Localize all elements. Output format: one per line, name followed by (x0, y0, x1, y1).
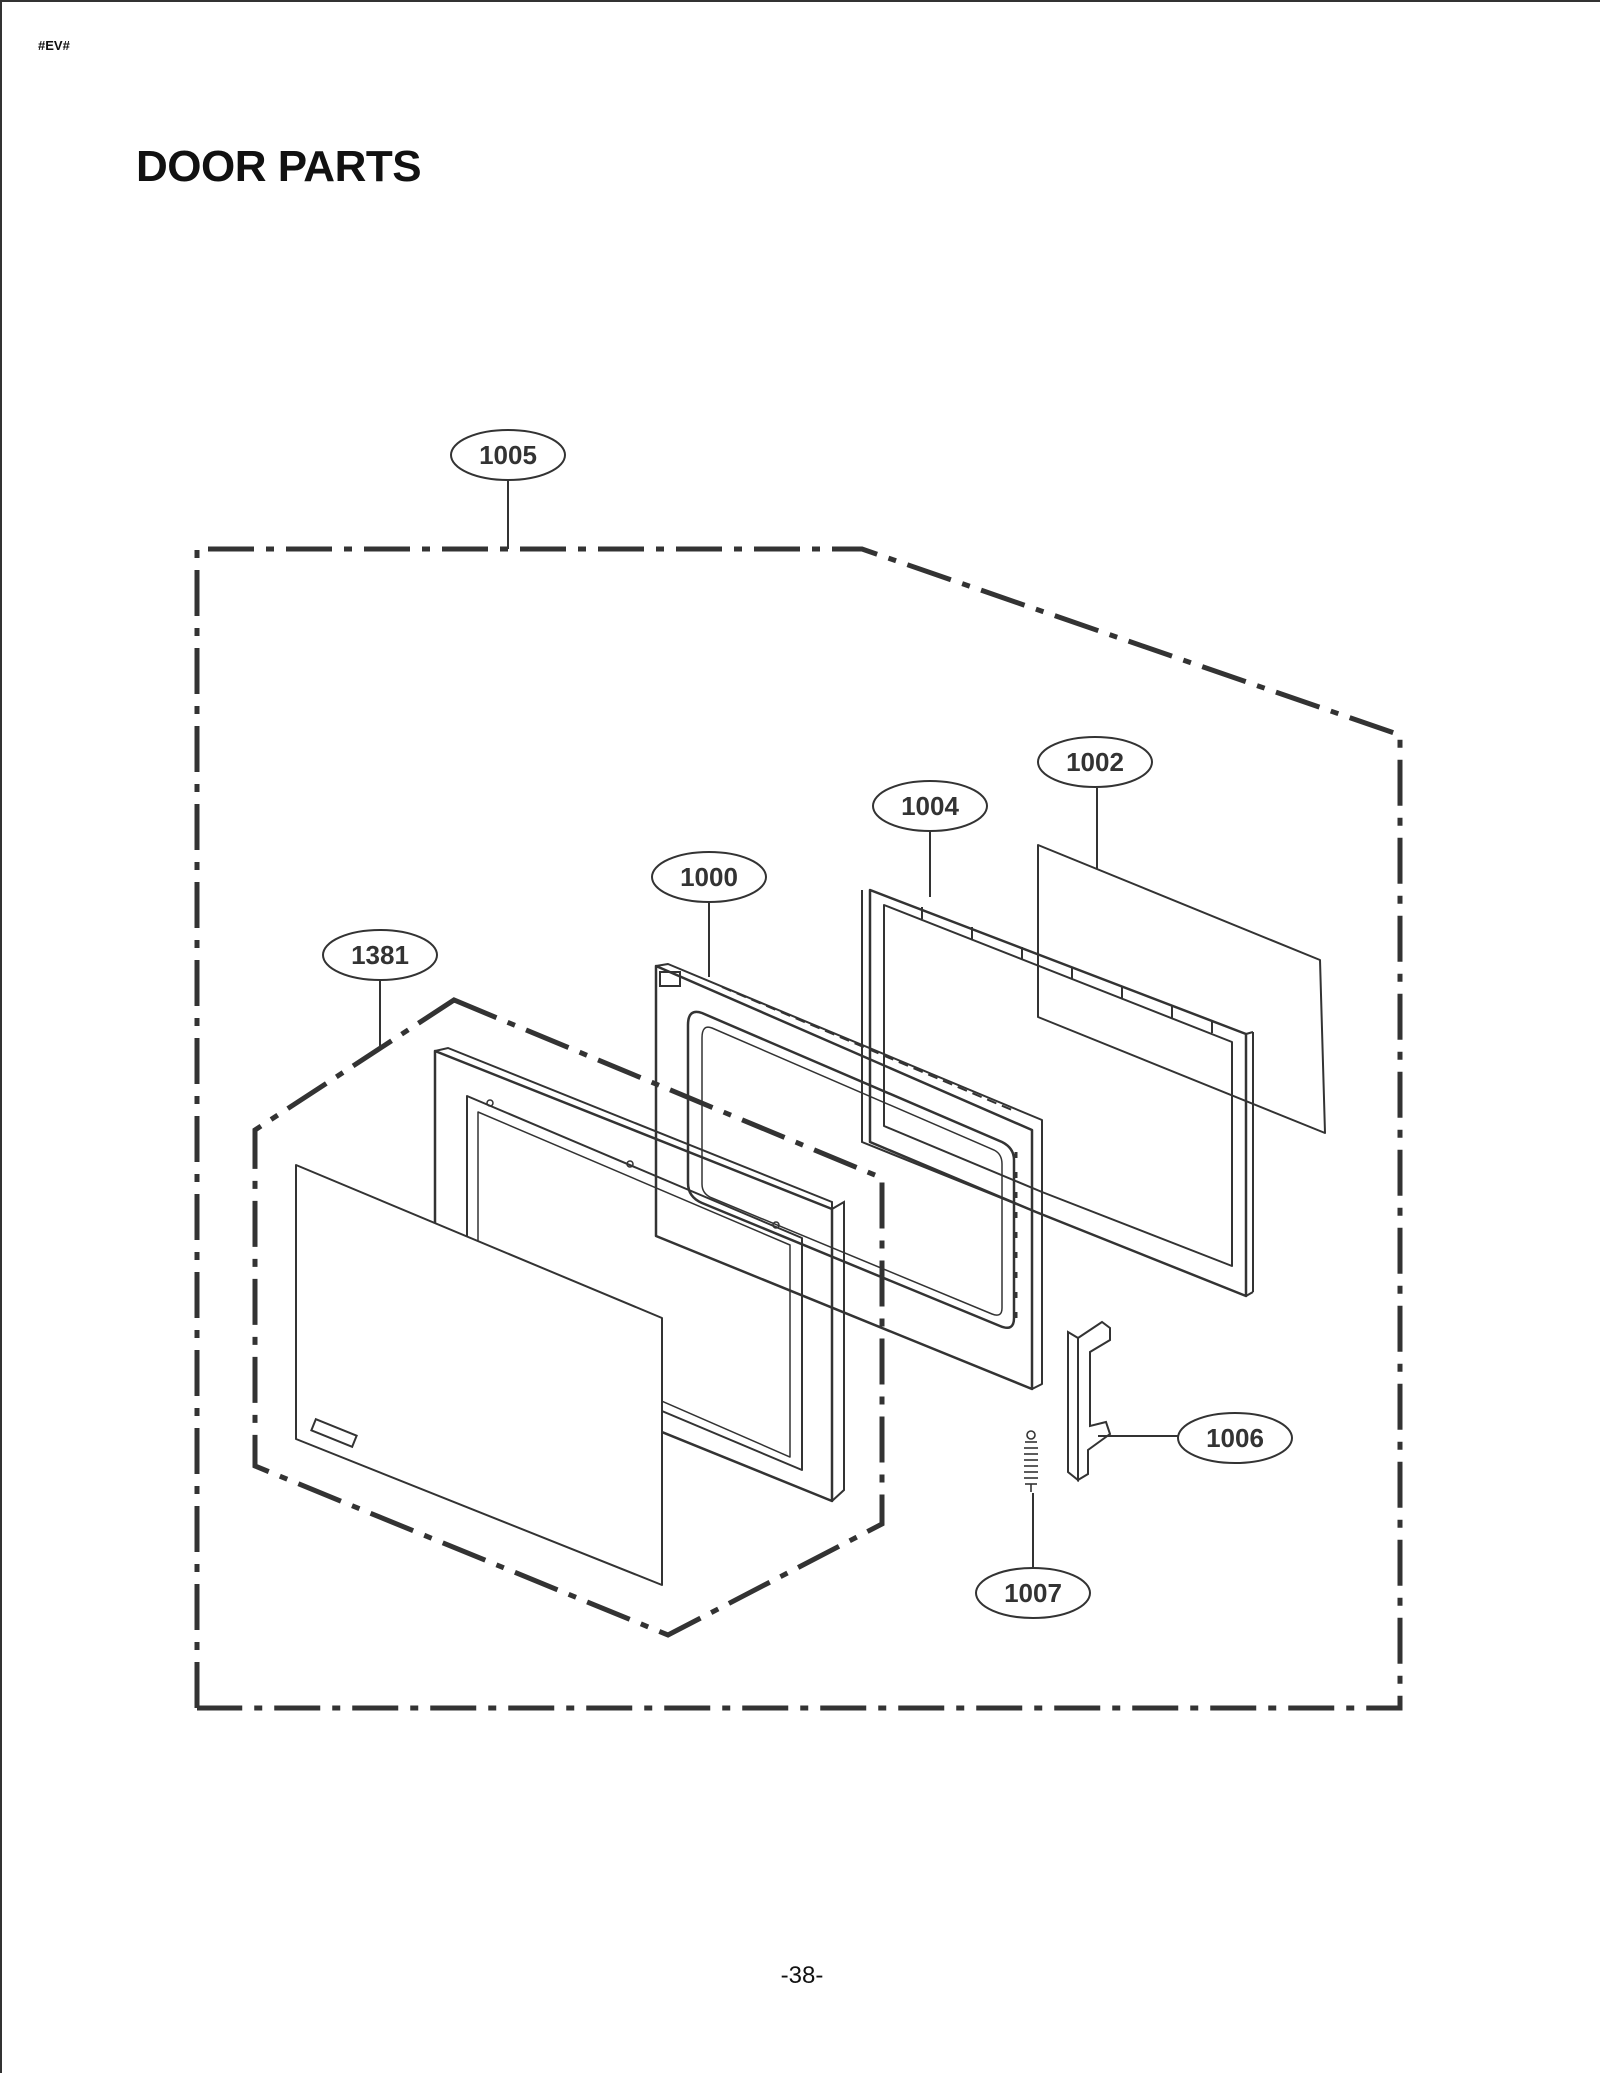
part-1004-choke-frame (861, 888, 1254, 1298)
callout-1007: 1007 (975, 1567, 1091, 1619)
svg-text:1006: 1006 (1206, 1423, 1264, 1453)
svg-text:1005: 1005 (479, 440, 537, 470)
callout-1002: 1002 (1037, 736, 1153, 788)
document-code: #EV# (38, 38, 70, 53)
callout-1381: 1381 (322, 929, 438, 981)
part-1000-door-frame (654, 963, 1043, 1391)
part-1381-front-panel (295, 1164, 663, 1586)
svg-text:1000: 1000 (680, 862, 738, 892)
callout-1005: 1005 (450, 429, 566, 481)
callout-1000: 1000 (651, 851, 767, 903)
part-1006-latch (1067, 1320, 1112, 1483)
part-1002-glass-panel (1037, 844, 1326, 1134)
assembly-boundary-1005 (194, 546, 1403, 1711)
subassembly-boundary-1381 (252, 997, 885, 1638)
page-number: -38- (780, 1962, 824, 1989)
svg-text:1007: 1007 (1004, 1578, 1062, 1608)
part-1007-spring (1024, 1430, 1038, 1492)
svg-text:1381: 1381 (351, 940, 409, 970)
callout-1004: 1004 (872, 780, 988, 832)
page-title: DOOR PARTS (136, 142, 422, 191)
svg-text:1004: 1004 (901, 791, 959, 821)
callout-1006: 1006 (1177, 1412, 1293, 1464)
svg-text:1002: 1002 (1066, 747, 1124, 777)
leader-lines (379, 479, 1180, 1573)
